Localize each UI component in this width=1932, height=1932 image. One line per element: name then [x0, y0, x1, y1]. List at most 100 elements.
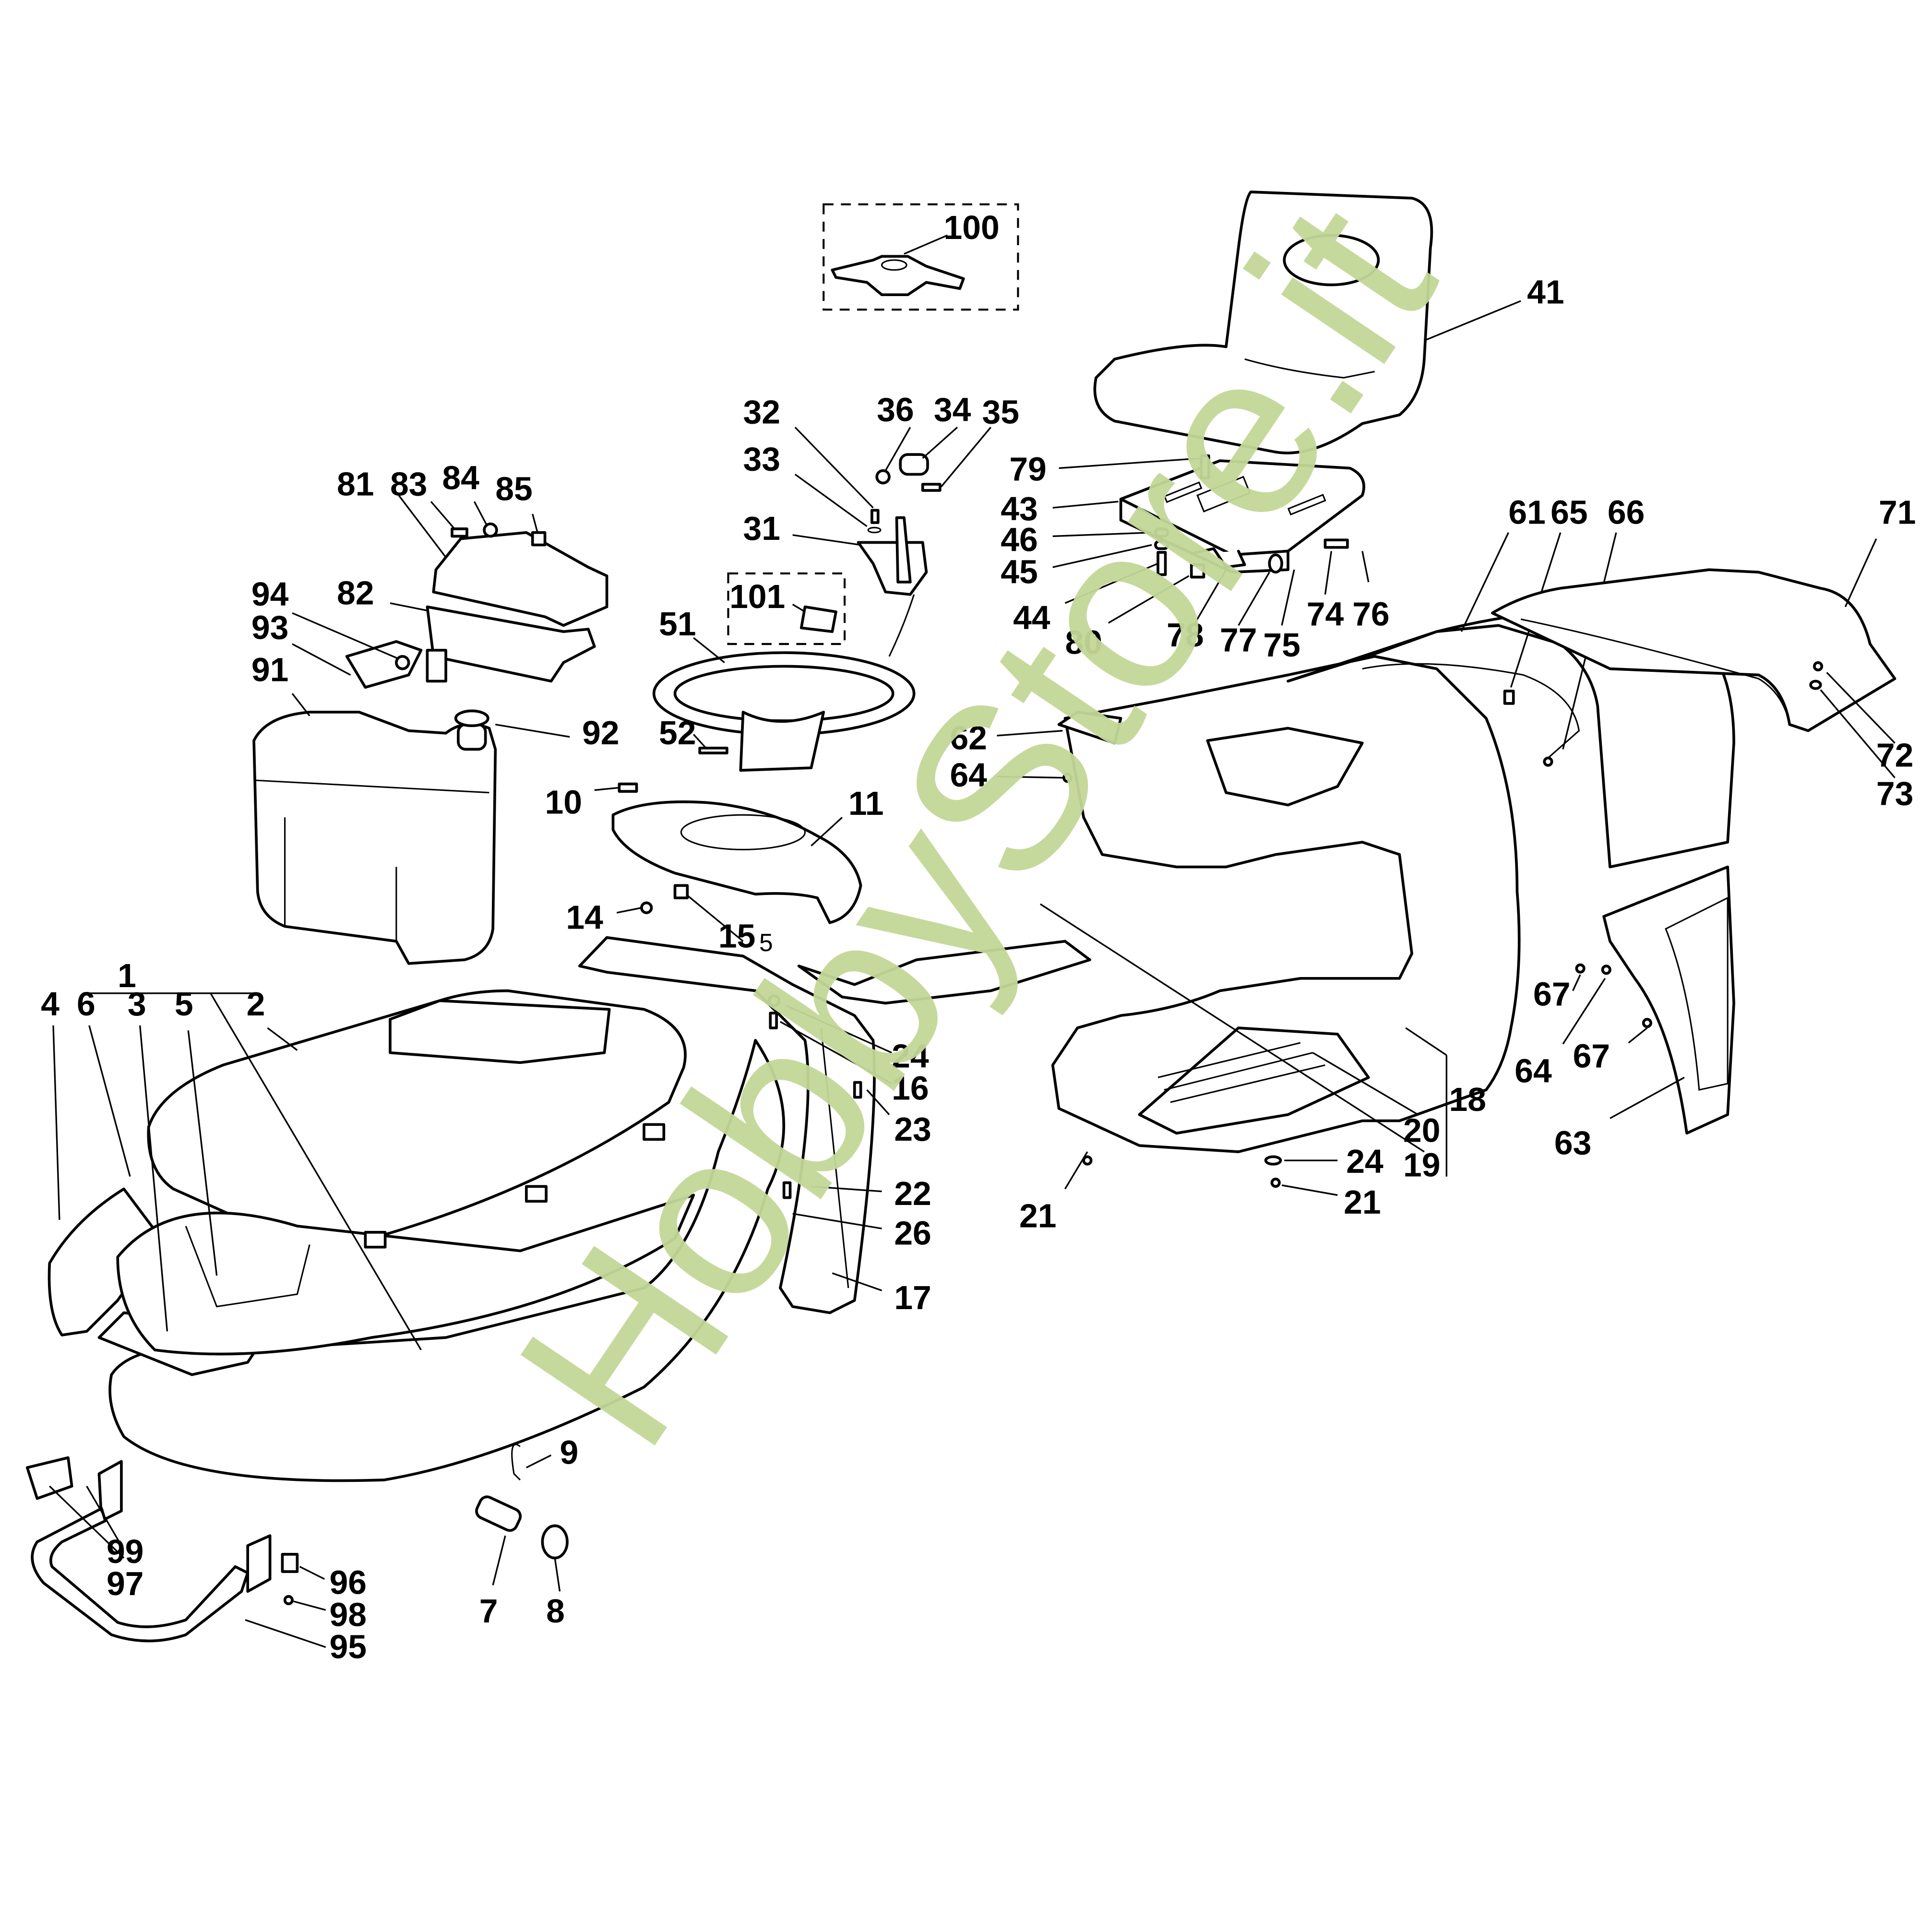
clip-62 — [1057, 711, 1122, 745]
hood-5-insert — [185, 1226, 310, 1308]
washer-46 — [1154, 527, 1169, 538]
leader-67 — [1572, 974, 1581, 991]
plate-97 — [25, 1456, 73, 1500]
label-52: 52 — [659, 714, 696, 751]
label-94: 94 — [251, 575, 289, 613]
leader-84 — [473, 501, 488, 526]
label-51: 51 — [659, 605, 696, 643]
label-31: 31 — [743, 510, 780, 547]
leader-17 — [832, 1272, 883, 1291]
leader-80 — [1108, 575, 1190, 624]
front-panel-17-edge — [820, 1027, 849, 1288]
leader-44 — [1064, 562, 1158, 604]
label-43: 43 — [1001, 490, 1038, 527]
part-63-side-panel: 67 64 67 63 — [1515, 865, 1735, 1161]
clip-15 — [673, 884, 689, 899]
screw-66 — [1543, 756, 1553, 767]
label-41: 41 — [1527, 273, 1564, 310]
leader-19 — [1039, 903, 1425, 1153]
label-4: 4 — [41, 985, 60, 1023]
part-95-bumper: 99 97 96 98 95 — [25, 1456, 367, 1666]
leader-8 — [554, 1558, 561, 1592]
label-62: 62 — [950, 719, 987, 756]
screw-64 — [1062, 773, 1073, 783]
leader-97 — [49, 1485, 125, 1559]
label-82: 82 — [337, 574, 374, 611]
label-21: 21 — [1019, 1197, 1057, 1235]
leader-100 — [904, 234, 948, 255]
label-84: 84 — [442, 459, 479, 496]
screw-21 — [1082, 1155, 1093, 1166]
label-33: 33 — [743, 441, 780, 478]
leader-9 — [526, 1454, 552, 1468]
label-9: 9 — [560, 1433, 579, 1471]
label-96: 96 — [329, 1563, 367, 1601]
leader-94 — [292, 612, 399, 660]
leader-52 — [692, 734, 707, 749]
leader-21 — [1064, 1151, 1088, 1190]
leader-1 — [210, 992, 422, 1350]
screw-22 — [782, 1181, 792, 1199]
fuel-tank-91-shape — [252, 711, 497, 965]
label-2: 2 — [247, 985, 265, 1023]
leader-33 — [794, 474, 868, 527]
leader-2 — [267, 1027, 298, 1051]
pin-7 — [475, 1495, 522, 1532]
label-64b: 64 — [1515, 1052, 1552, 1090]
pin-52 — [698, 746, 728, 754]
leader-43 — [1052, 501, 1119, 509]
inset-box-101 — [727, 572, 846, 645]
dash-cover-11-shape — [611, 800, 862, 924]
leader-101 — [792, 603, 806, 613]
spring-34 — [899, 453, 929, 476]
plate-99 — [97, 1460, 123, 1523]
bracket-95 — [246, 1534, 272, 1593]
screw-23 — [853, 1081, 862, 1099]
washer-33 — [867, 526, 882, 534]
side-panel-63-grille — [1665, 896, 1729, 1091]
label-81: 81 — [337, 465, 374, 502]
leader-35 — [941, 427, 991, 488]
leader-21b — [1281, 1184, 1338, 1196]
label-95: 95 — [329, 1628, 367, 1666]
steering-wheel-inner — [673, 665, 894, 722]
leader-51 — [693, 637, 725, 664]
bumper-bar-95 — [31, 1507, 249, 1643]
part-41-seat: 41 — [1093, 191, 1564, 454]
part-91-fuel-tank: 94 93 91 92 — [251, 575, 619, 965]
leader-76 — [1361, 551, 1370, 583]
bracket-31-shape — [857, 541, 928, 596]
label-20: 20 — [1403, 1111, 1441, 1149]
strap-93-clip — [426, 649, 447, 683]
leader-26 — [792, 1213, 882, 1229]
label-45: 45 — [1001, 553, 1038, 591]
label-100: 100 — [944, 209, 1000, 246]
washer-45 — [1154, 539, 1169, 550]
label-72: 72 — [1876, 736, 1913, 774]
seat-41-crease — [1244, 358, 1375, 379]
part-7-pivot-pin: 9 7 8 — [475, 1433, 579, 1630]
dash-cover-11-recess — [680, 814, 806, 850]
bolt-76 — [1324, 538, 1349, 549]
leader-23 — [866, 1089, 890, 1115]
bracket-31-arm — [895, 516, 912, 584]
label-67b: 67 — [1573, 1038, 1610, 1075]
steering-rod — [888, 594, 915, 657]
leader-95 — [245, 1619, 326, 1648]
label-61: 61 — [1508, 494, 1546, 531]
screw-67 — [1575, 963, 1586, 974]
leader-83 — [430, 501, 455, 530]
bushing-77 — [1268, 553, 1283, 574]
label-35: 35 — [982, 394, 1020, 431]
label-99: 99 — [107, 1533, 144, 1570]
seat-plate-slot — [1196, 476, 1251, 513]
label-24: 24 — [892, 1038, 929, 1075]
label-1: 1 — [118, 957, 136, 994]
body-18-seat-well — [1206, 727, 1364, 807]
leader-34 — [922, 427, 958, 459]
label-73: 73 — [1876, 775, 1913, 812]
label-44: 44 — [1013, 599, 1050, 636]
rear-cover-71-edge — [1520, 618, 1790, 725]
